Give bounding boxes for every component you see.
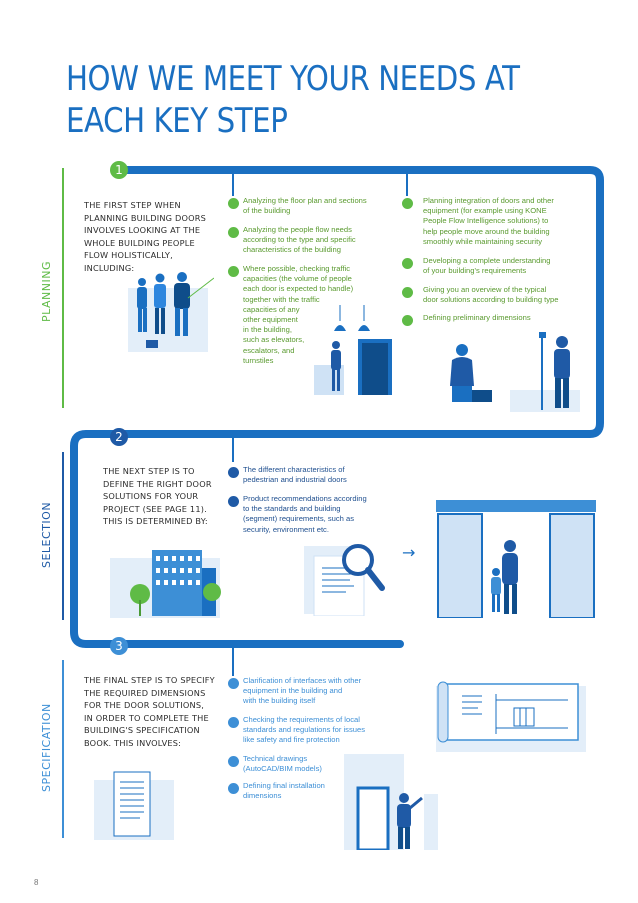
specification-divider — [62, 660, 64, 838]
bullet-dot — [228, 266, 239, 277]
selection-building-illustration — [110, 550, 221, 618]
selection-label: SELECTION — [40, 501, 53, 568]
planning-divider — [62, 168, 64, 408]
specification-label: SPECIFICATION — [40, 703, 53, 792]
step-1-badge: 1 — [110, 161, 128, 179]
planning-label: PLANNING — [40, 261, 53, 322]
bullet-dot — [228, 227, 239, 238]
bullet-dot — [228, 756, 239, 767]
page-title: HOW WE MEET YOUR NEEDS AT EACH KEY STEP — [66, 58, 520, 142]
bullet-dot — [402, 315, 413, 326]
planning-people-illustration — [128, 272, 214, 352]
planning-intro: THE FIRST STEP WHEN PLANNING BUILDING DO… — [84, 200, 207, 273]
specification-document-illustration — [94, 771, 174, 840]
selection-divider — [62, 452, 64, 620]
step-3-badge: 3 — [110, 637, 128, 655]
bullet-dot — [228, 717, 239, 728]
bullet-dot — [228, 678, 239, 689]
page-title-line-1: HOW WE MEET YOUR NEEDS AT — [66, 59, 520, 99]
arrow-right-icon: → — [402, 543, 416, 562]
bullet-dot — [228, 496, 239, 507]
planning-door-illustration — [314, 305, 392, 395]
bullet-dot — [402, 258, 413, 269]
specification-door-install-illustration — [344, 754, 438, 850]
bullet-dot — [228, 783, 239, 794]
specification-blueprint-illustration — [436, 681, 586, 752]
page-number: 8 — [34, 878, 39, 887]
selection-sliding-door-illustration — [436, 500, 596, 618]
bullet-dot — [402, 287, 413, 298]
bullet-dot — [228, 467, 239, 478]
bullet-dot — [228, 198, 239, 209]
bullet-dot — [402, 198, 413, 209]
page-title-line-2: EACH KEY STEP — [66, 101, 288, 141]
selection-document-magnifier-illustration — [304, 544, 385, 616]
step-2-badge: 2 — [110, 428, 128, 446]
selection-intro: THE NEXT STEP IS TO DEFINE THE RIGHT DOO… — [103, 466, 212, 527]
planning-workers-illustration — [450, 332, 580, 412]
specification-intro: THE FINAL STEP IS TO SPECIFY THE REQUIRE… — [84, 675, 215, 748]
